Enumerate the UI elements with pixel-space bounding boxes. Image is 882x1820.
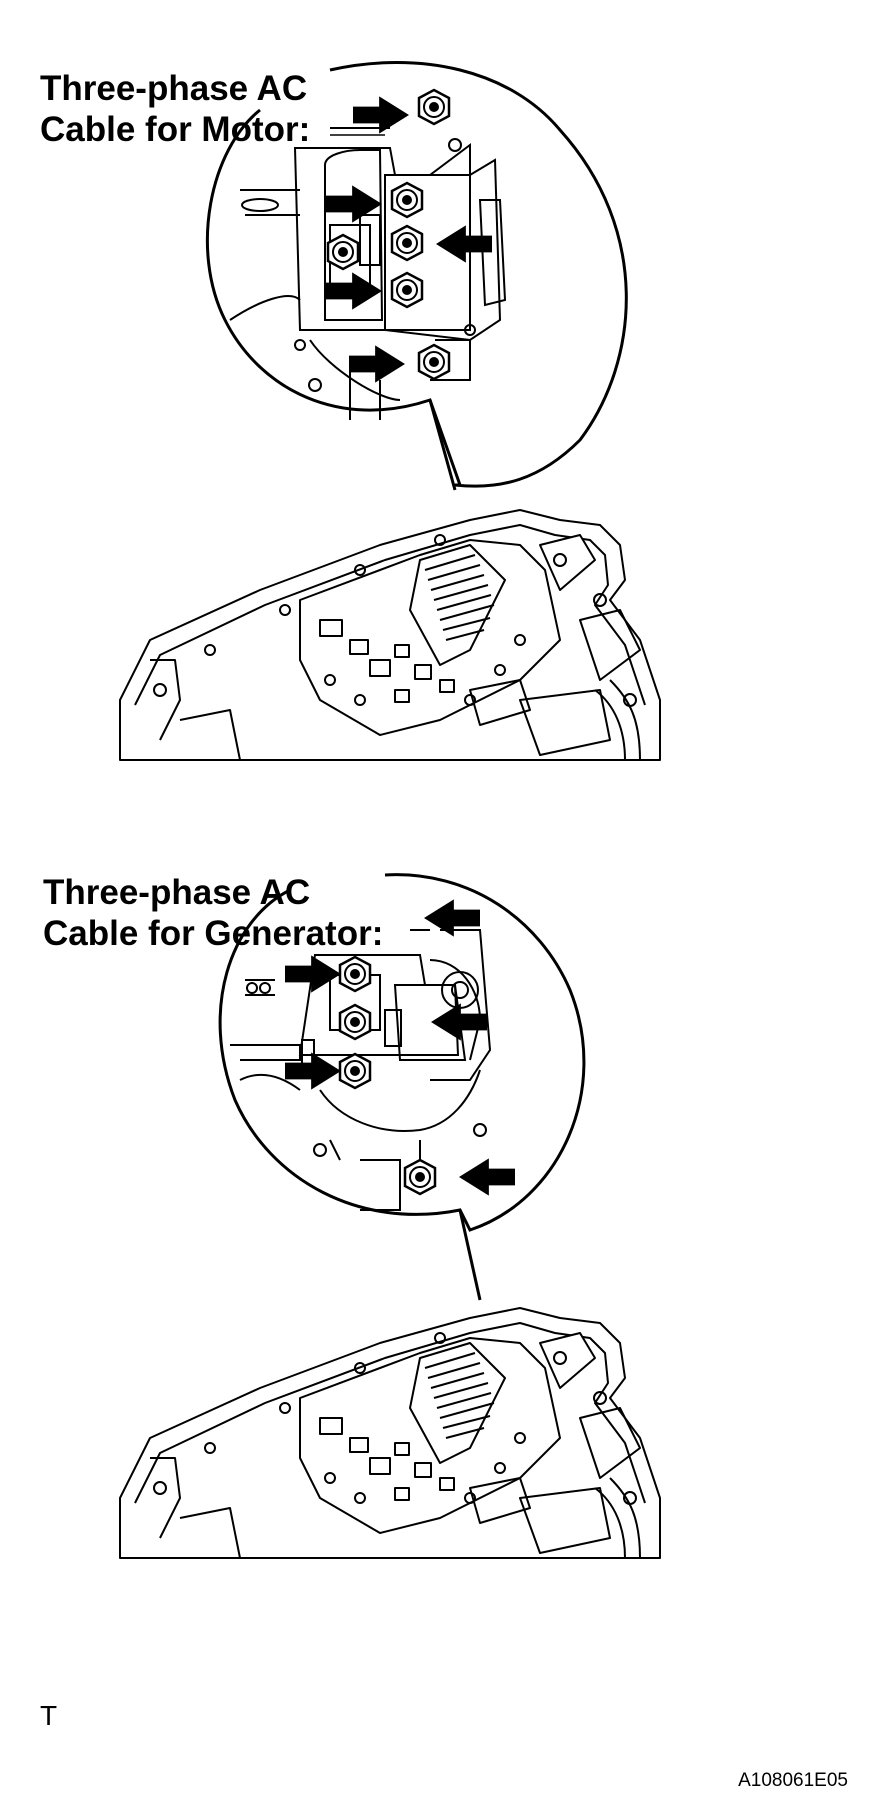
corner-mark: T: [40, 1700, 58, 1731]
bolt-icon: [417, 88, 451, 126]
bolt-icon: [403, 1158, 437, 1196]
bolt-icon: [338, 955, 372, 993]
bolt-icon: [338, 1052, 372, 1090]
magnifier-callout: [206, 61, 628, 488]
bolt-icon: [338, 1003, 372, 1041]
inverter-assembly-generator: [119, 1307, 661, 1559]
figure-id: A108061E05: [738, 1770, 848, 1791]
inverter-assembly-motor: [119, 509, 661, 761]
generator-detail-view: [119, 873, 661, 1559]
motor-label-line1: Three-phase AC: [40, 69, 308, 108]
bolt-icon: [390, 224, 424, 262]
bolt-icon: [417, 343, 451, 381]
black-arrow-icon: [459, 1158, 515, 1196]
motor-label-line2: Cable for Motor:: [40, 110, 311, 149]
generator-label-line2: Cable for Generator:: [43, 914, 384, 953]
bolt-icon: [390, 181, 424, 219]
bolt-icon: [390, 271, 424, 309]
black-arrow-icon: [349, 345, 405, 383]
bolt-icon: [326, 233, 360, 271]
black-arrow-icon: [285, 1052, 341, 1090]
motor-detail-view: [119, 61, 661, 761]
black-arrow-icon: [424, 899, 480, 937]
